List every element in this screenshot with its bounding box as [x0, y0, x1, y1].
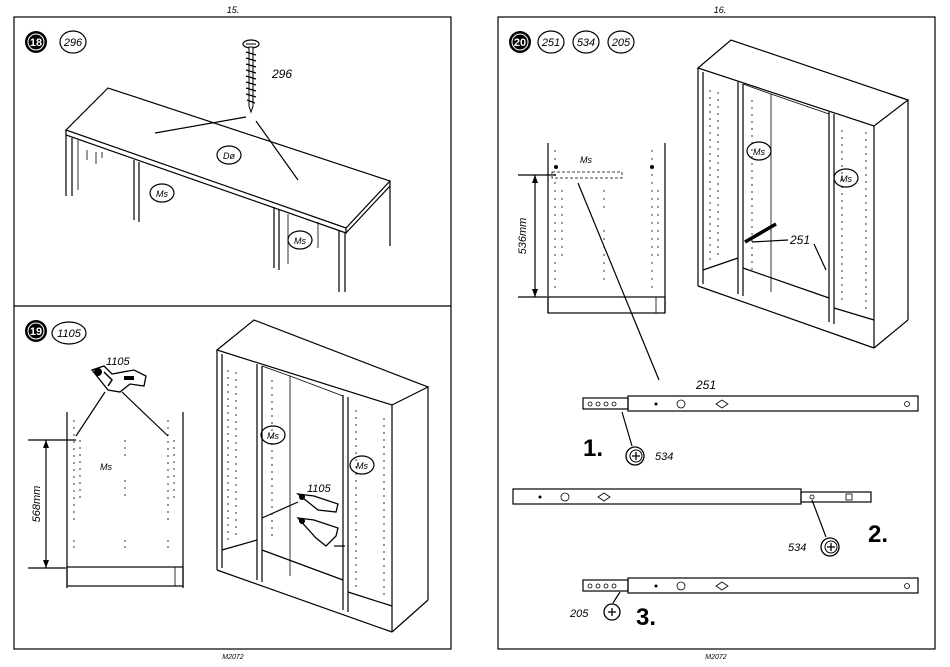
page-number-right: 16.	[714, 5, 727, 15]
step-19: 19 1105 1105 Ms	[25, 320, 428, 632]
step-20-wardrobe-label-1: Ms	[753, 147, 765, 157]
step-19-hinge-label-left: 1105	[106, 356, 131, 368]
step-20-part-badge-2-label: 534	[577, 37, 595, 49]
step-18-top-label: Dø	[223, 151, 235, 161]
screw-icon	[604, 604, 620, 620]
step-19-number: 19	[30, 326, 42, 338]
step-19-dimension: 568mm	[31, 486, 43, 523]
step-20-step-2-part: 534	[788, 542, 806, 554]
step-19-panel-label: Ms	[100, 462, 112, 472]
screw-icon	[243, 40, 259, 112]
step-18-side-label-1: Ms	[156, 189, 168, 199]
step-19-side-panel	[67, 412, 183, 588]
step-20-panel-label: Ms	[580, 155, 592, 165]
step-19-wardrobe	[217, 320, 428, 632]
right-page-frame	[498, 17, 935, 649]
footer-left: M2072	[222, 654, 244, 661]
rail-2-drawing	[513, 489, 871, 504]
cabinet-top-drawing	[66, 88, 390, 292]
step-20-part-badge-1-label: 251	[541, 37, 560, 49]
step-20-step-2: 2.	[868, 521, 888, 548]
page-number-left: 15.	[227, 5, 240, 15]
step-19-wardrobe-label-2: Ms	[356, 461, 368, 471]
step-20-step-3-part: 205	[569, 608, 589, 620]
screw-icon	[821, 538, 839, 556]
footer-right: M2072	[705, 654, 727, 661]
step-20-rail-label: 251	[789, 233, 810, 247]
step-20-part-badge-3-label: 205	[611, 37, 631, 49]
hinge-icon	[298, 494, 338, 546]
step-20-side-panel	[548, 143, 665, 313]
step-19-hinge-label-right: 1105	[307, 483, 332, 495]
step-18: 18 296 296	[25, 31, 390, 292]
step-20-wardrobe-label-2: Ms	[840, 174, 852, 184]
step-19-wardrobe-label-1: Ms	[267, 431, 279, 441]
step-20-wardrobe	[698, 40, 908, 348]
step-20-rail-top-label: 251	[695, 378, 716, 392]
step-19-part-badge-label: 1105	[57, 328, 82, 340]
step-20-step-1-part: 534	[655, 451, 673, 463]
screw-icon	[626, 447, 644, 465]
step-20: 20 251 534 205 Ms 536mm	[509, 31, 918, 631]
step-20-number: 20	[514, 37, 526, 49]
step-18-side-label-2: Ms	[294, 236, 306, 246]
rail-1-drawing	[583, 396, 918, 411]
step-20-step-1: 1.	[583, 435, 603, 462]
hinge-icon	[92, 366, 146, 392]
step-18-part-badge-label: 296	[63, 37, 83, 49]
step-18-screw-label: 296	[271, 67, 292, 81]
step-18-number: 18	[30, 37, 42, 49]
rail-3-drawing	[583, 578, 918, 593]
step-20-step-3: 3.	[636, 604, 656, 631]
step-20-dimension: 536mm	[517, 218, 529, 255]
